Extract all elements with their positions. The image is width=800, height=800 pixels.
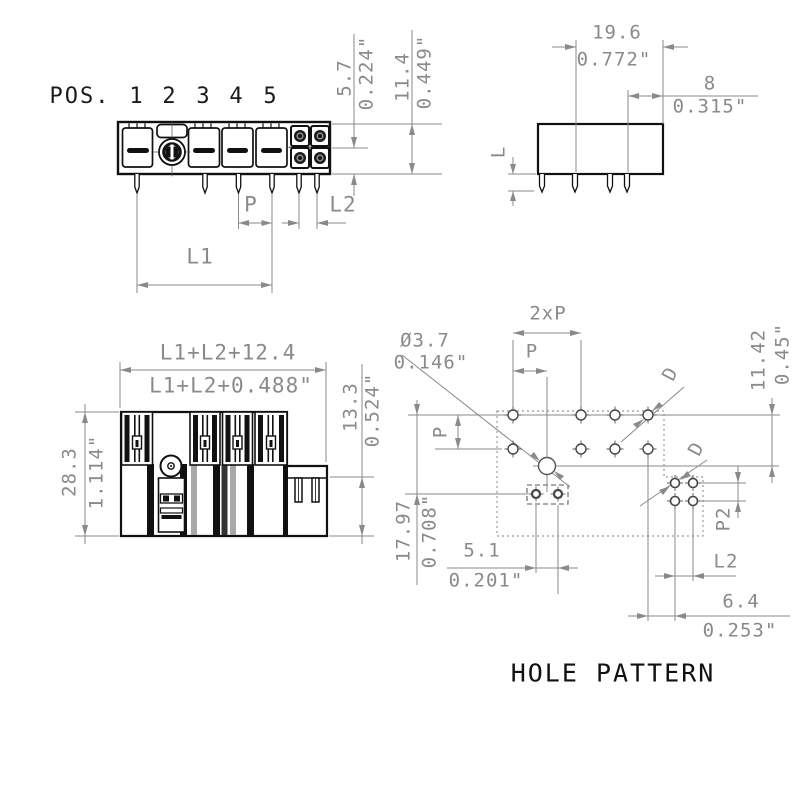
hole-marker [572, 406, 590, 424]
dim-17-97-in: 0.708" [418, 493, 441, 569]
side-view-arrows [510, 44, 674, 201]
hole-marker [667, 493, 683, 509]
front-view-arrows [82, 367, 365, 536]
hole-marker [504, 406, 522, 424]
dim-l2-label-hole: L2 [713, 550, 739, 573]
dim-11-4-in: 0.449" [413, 34, 436, 110]
hole-marker [685, 475, 701, 491]
dim-total-width-in: L1+L2+0.488" [149, 373, 313, 398]
dim-5-1-in: 0.201" [448, 569, 524, 592]
dim-5-7-mm: 5.7 [333, 59, 356, 97]
side-view-connector [536, 122, 665, 194]
hole-marker [685, 493, 701, 509]
hole-marker [639, 406, 657, 424]
dim-l2-label: L2 [329, 192, 357, 217]
dim-pitch-label: P [244, 192, 258, 217]
contact-grid [288, 125, 331, 169]
hole-marker [528, 486, 544, 502]
hole-pattern-outline [496, 410, 704, 537]
dim-p2-label: P2 [712, 506, 735, 532]
dim-28-3-mm: 28.3 [58, 447, 81, 497]
dim-11-42-in: 0.45" [771, 322, 794, 386]
dim-11-4-mm: 11.4 [391, 52, 414, 102]
hole-pattern-arrows [414, 330, 775, 619]
dim-8-mm: 8 [703, 72, 717, 95]
dim-19-6-mm: 19.6 [592, 21, 642, 44]
top-view-dimensions [136, 30, 442, 293]
dim-6-4-in: 0.253" [702, 619, 778, 642]
dim-2xp-label: 2xP [529, 302, 567, 325]
front-view-connector [119, 410, 329, 538]
pos-label: POS. [49, 84, 111, 109]
dim-13-3-in: 0.524" [361, 372, 384, 448]
front-view-step-pins [287, 477, 327, 503]
flange-hole [537, 456, 557, 476]
pos-number-4: 4 [229, 84, 245, 109]
dim-19-6-in: 0.772" [576, 48, 652, 71]
pos-number-3: 3 [196, 84, 212, 109]
front-view-towers [120, 411, 288, 466]
hole-marker [639, 440, 657, 458]
dim-28-3-in: 1.114" [85, 434, 108, 510]
pos-number-5: 5 [263, 84, 279, 109]
hole-pattern-title: HOLE PATTERN [510, 658, 716, 688]
dim-hole-dia-in: 0.146" [393, 351, 469, 374]
hole-marker [606, 440, 624, 458]
pos-number-2: 2 [162, 84, 178, 109]
flange-screw [153, 121, 191, 177]
dim-8-in: 0.315" [672, 95, 748, 118]
pos-number-1: 1 [129, 84, 145, 109]
dim-p-label-top: P [525, 340, 539, 363]
dim-l1-label: L1 [186, 244, 214, 269]
hole-marker [667, 475, 683, 491]
dim-pin-length-label: L [487, 145, 510, 159]
hole-markers [504, 406, 701, 509]
dim-13-3-mm: 13.3 [339, 382, 362, 432]
top-view-arrows [137, 124, 415, 288]
hole-marker [504, 440, 522, 458]
dim-6-4-mm: 6.4 [722, 590, 760, 613]
solder-pins-top-view [134, 173, 320, 195]
dim-17-97-mm: 17.97 [392, 499, 415, 563]
front-view-dimensions [75, 362, 374, 544]
hole-marker [572, 440, 590, 458]
dim-5-7-in: 0.224" [355, 35, 378, 111]
front-view-screw [157, 454, 186, 533]
hole-marker [550, 486, 566, 502]
dim-p-label-left: P [429, 425, 452, 439]
hole-marker [606, 406, 624, 424]
dim-11-42-mm: 11.42 [747, 328, 770, 392]
dim-total-width-mm: L1+L2+12.4 [159, 340, 297, 365]
top-view-connector [116, 120, 332, 195]
dim-hole-dia-mm: Ø3.7 [400, 329, 450, 352]
dim-5-1-mm: 5.1 [463, 539, 501, 562]
